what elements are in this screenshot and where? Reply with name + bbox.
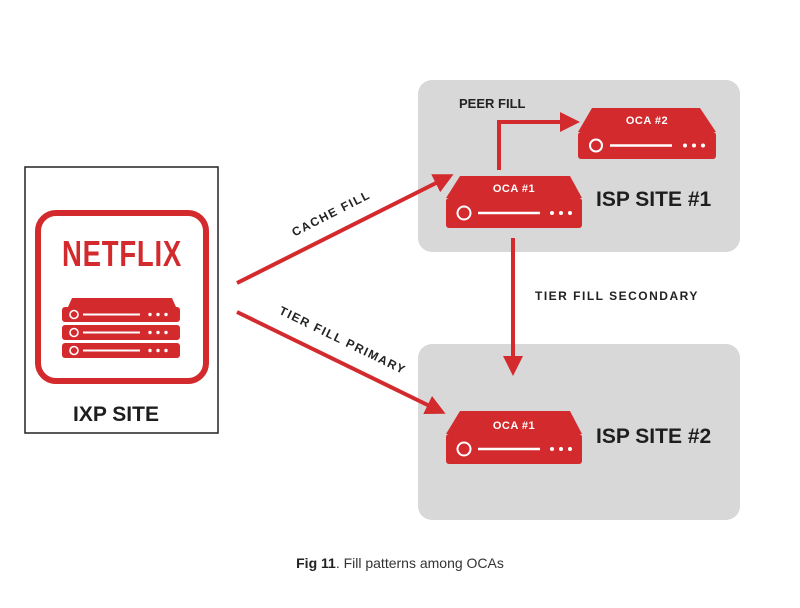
isp1-oca-2-server-icon xyxy=(578,108,716,159)
isp1-oca-2-label: OCA #2 xyxy=(626,115,668,127)
peer-fill-arrow xyxy=(497,112,580,170)
tier-fill-secondary-label: TIER FILL SECONDARY xyxy=(535,289,699,303)
ixp-site-label: IXP SITE xyxy=(73,403,159,426)
netflix-brand: NETFLIX xyxy=(62,233,182,274)
isp1-oca-1-label: OCA #1 xyxy=(493,183,535,195)
cache-fill-label: CACHE FILL xyxy=(290,188,373,240)
tier-fill-primary-arrow xyxy=(236,310,446,414)
isp2-oca-1-server-icon xyxy=(446,411,582,464)
isp1-oca-1-server-icon xyxy=(446,176,582,228)
isp-site-2-label: ISP SITE #2 xyxy=(596,425,711,448)
netflix-server-stack-icon xyxy=(62,298,180,358)
peer-fill-label: PEER FILL xyxy=(459,96,526,111)
cache-fill-arrow xyxy=(236,174,454,285)
figure-caption: Fig 11. Fill patterns among OCAs xyxy=(0,555,800,571)
figure-caption-text: . Fill patterns among OCAs xyxy=(335,555,504,571)
isp-site-1-label: ISP SITE #1 xyxy=(596,188,711,211)
isp2-oca-1-label: OCA #1 xyxy=(493,420,535,432)
figure-number: Fig 11 xyxy=(296,555,336,571)
